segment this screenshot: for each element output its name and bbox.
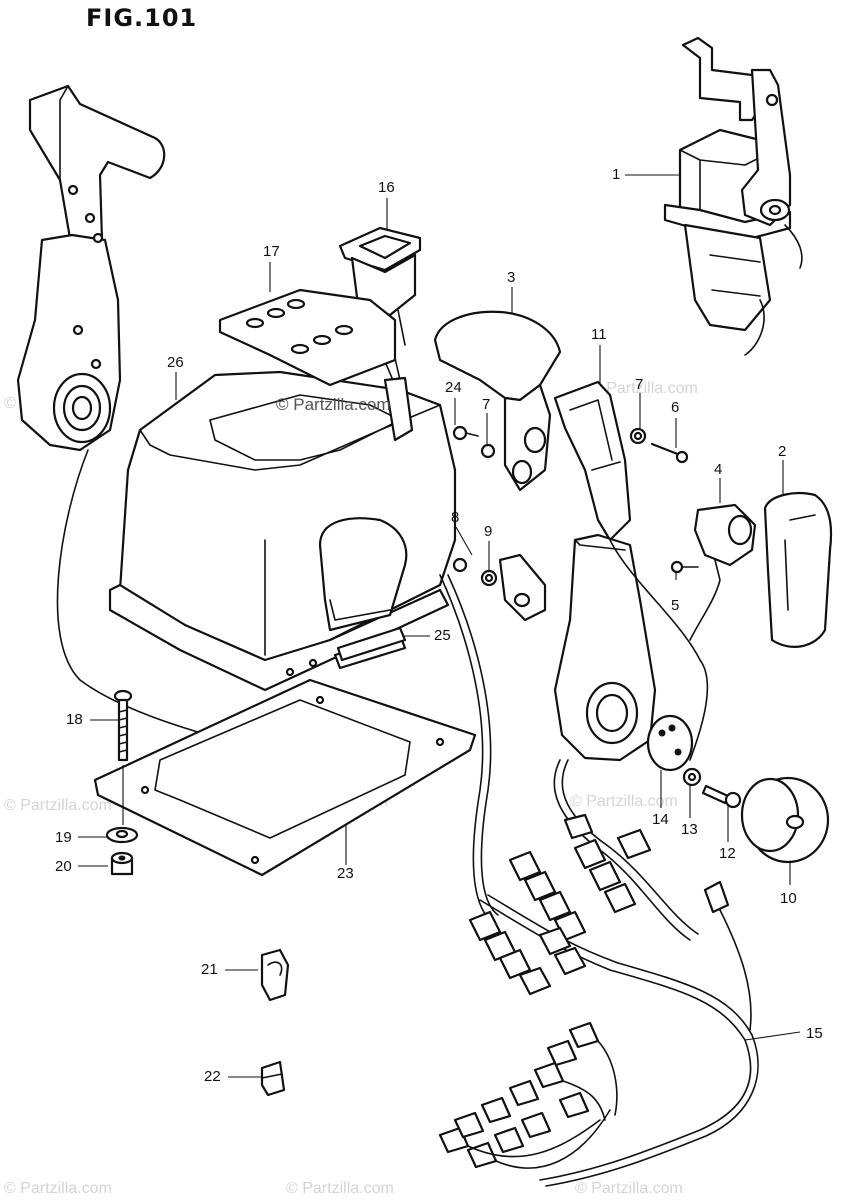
figure-title: FIG.101 [86, 4, 198, 32]
callout-10[interactable]: 10 [780, 890, 797, 907]
washer-13 [682, 767, 702, 787]
clamp-22 [260, 1060, 286, 1097]
wiring-harness [438, 574, 759, 1187]
callout-8[interactable]: 8 [451, 509, 460, 526]
callout-5[interactable]: 5 [671, 597, 680, 614]
connector-terminals-lower [468, 910, 587, 996]
watermark: © Partzilla.com [4, 797, 112, 814]
callout-16[interactable]: 16 [378, 179, 395, 196]
callout-18[interactable]: 18 [66, 711, 83, 728]
clip-25 [336, 626, 407, 662]
switch-plate [218, 288, 397, 387]
lever-arm [553, 380, 632, 542]
callout-23[interactable]: 23 [337, 865, 354, 882]
fasteners [452, 425, 699, 587]
callout-4[interactable]: 4 [714, 461, 723, 478]
callout-1[interactable]: 1 [612, 166, 621, 183]
callout-22[interactable]: 22 [204, 1068, 221, 1085]
connector-terminals-upper [508, 813, 652, 942]
lever-knob [763, 491, 833, 648]
bushing-plate [646, 714, 694, 772]
callout-12[interactable]: 12 [719, 845, 736, 862]
control-lever-left [16, 84, 381, 776]
callout-17[interactable]: 17 [263, 243, 280, 260]
watermark: © Partzilla.com [575, 1180, 683, 1197]
callout-19[interactable]: 19 [55, 829, 72, 846]
callout-7a[interactable]: 7 [482, 396, 491, 413]
watermark: © Partzilla.com [286, 1180, 394, 1197]
bolt-18 [113, 689, 133, 825]
callout-13[interactable]: 13 [681, 821, 698, 838]
callout-6[interactable]: 6 [671, 399, 680, 416]
callout-25[interactable]: 25 [434, 627, 451, 644]
grommet-10 [740, 776, 830, 864]
lever-grip [433, 310, 562, 622]
callout-7b[interactable]: 7 [635, 376, 644, 393]
callout-15[interactable]: 15 [806, 1025, 823, 1042]
watermark: © Partzilla.com [4, 1180, 112, 1197]
leader-lines [78, 174, 801, 1078]
callout-14[interactable]: 14 [652, 811, 669, 828]
connector-terminals-bottom [438, 1021, 618, 1169]
remote-control-assembly [663, 36, 803, 356]
callout-21[interactable]: 21 [201, 961, 218, 978]
nut-20 [110, 851, 134, 876]
callout-11[interactable]: 11 [591, 326, 607, 343]
control-lever-right [553, 533, 709, 762]
callout-2[interactable]: 2 [778, 443, 787, 460]
housing-cover [108, 370, 457, 692]
rocker-switch [338, 226, 422, 442]
watermark: © Partzilla.com [570, 793, 678, 810]
washer-19 [105, 826, 139, 844]
callout-26[interactable]: 26 [167, 354, 184, 371]
callout-20[interactable]: 20 [55, 858, 72, 875]
neutral-switch [689, 503, 757, 641]
clip-21 [260, 948, 290, 1002]
callout-9[interactable]: 9 [484, 523, 493, 540]
callout-24[interactable]: 24 [445, 379, 462, 396]
watermark: © Partzilla.com [590, 380, 698, 397]
callout-3[interactable]: 3 [507, 269, 516, 286]
watermark-center: © Partzilla.com [276, 395, 391, 414]
screw-12 [701, 784, 742, 809]
base-plate [93, 678, 477, 877]
